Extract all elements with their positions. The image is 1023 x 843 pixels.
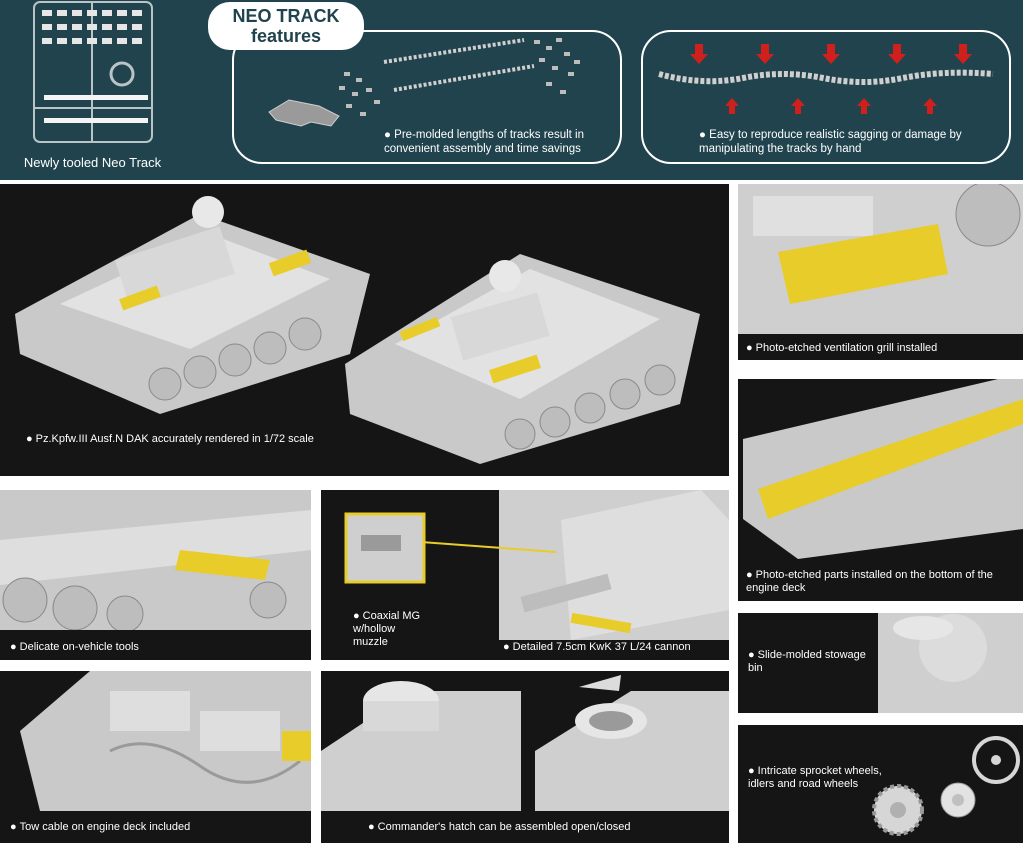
panel-main-tanks: ●Pz.Kpfw.III Ausf.N DAK accurately rende… bbox=[0, 184, 729, 476]
caption-mg-line1: Coaxial MG bbox=[362, 610, 421, 622]
bullet-icon: ● bbox=[746, 569, 753, 581]
feature1-line1: Pre-molded lengths of tracks result in bbox=[394, 129, 584, 141]
up-arrow-icon bbox=[725, 98, 937, 114]
down-arrow-icon bbox=[690, 44, 972, 64]
feature1-text: ● Pre-molded lengths of tracks result in… bbox=[384, 128, 584, 156]
bullet-icon: ● bbox=[503, 641, 510, 653]
caption-mg-line3: muzzle bbox=[353, 636, 388, 648]
caption-cannon-text: Detailed 7.5cm KwK 37 L/24 cannon bbox=[512, 641, 691, 653]
caption-stowage-line2: bin bbox=[748, 662, 763, 674]
bullet-icon: ● bbox=[10, 821, 17, 833]
bullet-icon: ● bbox=[748, 765, 755, 777]
tank-model-right bbox=[345, 254, 700, 464]
bullet-icon: ● bbox=[26, 433, 33, 445]
panel-cannon: ●Coaxial MG w/hollow muzzle ●Detailed 7.… bbox=[321, 490, 729, 660]
bullet-icon: ● bbox=[746, 342, 753, 354]
bullet-icon: ● bbox=[353, 610, 360, 622]
sprue-illustration bbox=[22, 0, 164, 180]
sprue-caption: Newly tooled Neo Track bbox=[23, 155, 162, 170]
bullet-icon: ● bbox=[748, 649, 755, 661]
caption-stowage: ●Slide-molded stowage bin bbox=[748, 649, 866, 675]
feature2-text: ● Easy to reproduce realistic sagging or… bbox=[699, 128, 962, 156]
tank-model-left bbox=[15, 196, 370, 414]
caption-tow: ●Tow cable on engine deck included bbox=[10, 821, 190, 834]
caption-wheels: ●Intricate sprocket wheels, idlers and r… bbox=[748, 765, 882, 791]
caption-main-text: Pz.Kpfw.III Ausf.N DAK accurately render… bbox=[35, 433, 314, 445]
caption-tools: ●Delicate on-vehicle tools bbox=[10, 641, 139, 654]
panel-vent-grill: ●Photo-etched ventilation grill installe… bbox=[738, 184, 1023, 360]
caption-tools-text: Delicate on-vehicle tools bbox=[19, 641, 139, 653]
panel-tools: ●Delicate on-vehicle tools bbox=[0, 490, 311, 660]
caption-mg: ●Coaxial MG w/hollow muzzle bbox=[353, 610, 420, 649]
panel-commander-hatch: ●Commander's hatch can be assembled open… bbox=[321, 671, 729, 843]
panel-tow-cable: ●Tow cable on engine deck included bbox=[0, 671, 311, 843]
panel-wheels: ●Intricate sprocket wheels, idlers and r… bbox=[738, 725, 1023, 843]
neo-track-title-line1: NEO TRACK bbox=[232, 6, 340, 26]
panel-engine-deck-bottom: ●Photo-etched parts installed on the bot… bbox=[738, 379, 1023, 601]
caption-wheels-line1: Intricate sprocket wheels, bbox=[757, 765, 882, 777]
panel-stowage-bin: ●Slide-molded stowage bin bbox=[738, 613, 1023, 713]
caption-vent-text: Photo-etched ventilation grill installed bbox=[755, 342, 938, 354]
feature2-line2: manipulating the tracks by hand bbox=[699, 143, 862, 155]
feature-box-premolded: ● Pre-molded lengths of tracks result in… bbox=[232, 30, 622, 164]
caption-vent: ●Photo-etched ventilation grill installe… bbox=[746, 342, 937, 355]
feature2-line1: Easy to reproduce realistic sagging or d… bbox=[709, 129, 962, 141]
neo-track-title-line2: features bbox=[250, 26, 322, 46]
caption-bottom-line1: Photo-etched parts installed on the bott… bbox=[755, 569, 993, 581]
bullet-icon: ● bbox=[368, 821, 375, 833]
neo-track-header: Newly tooled Neo Track NEO TRACK feature… bbox=[0, 0, 1023, 180]
caption-bottom: ●Photo-etched parts installed on the bot… bbox=[746, 569, 993, 595]
caption-hatch-text: Commander's hatch can be assembled open/… bbox=[377, 821, 631, 833]
bullet-icon: ● bbox=[699, 129, 710, 141]
neo-track-title: NEO TRACK features bbox=[208, 2, 364, 50]
caption-mg-line2: w/hollow bbox=[353, 623, 396, 635]
bullet-icon: ● bbox=[10, 641, 17, 653]
caption-bottom-line2: engine deck bbox=[746, 582, 806, 594]
caption-cannon: ●Detailed 7.5cm KwK 37 L/24 cannon bbox=[503, 641, 691, 654]
caption-main: ●Pz.Kpfw.III Ausf.N DAK accurately rende… bbox=[26, 433, 314, 446]
caption-wheels-line2: idlers and road wheels bbox=[748, 778, 859, 790]
bullet-icon: ● bbox=[384, 129, 395, 141]
feature-box-sagging: ● Easy to reproduce realistic sagging or… bbox=[641, 30, 1011, 164]
caption-hatch: ●Commander's hatch can be assembled open… bbox=[368, 821, 630, 834]
feature1-line2: convenient assembly and time savings bbox=[384, 143, 581, 155]
caption-stowage-line1: Slide-molded stowage bbox=[757, 649, 866, 661]
caption-tow-text: Tow cable on engine deck included bbox=[19, 821, 191, 833]
